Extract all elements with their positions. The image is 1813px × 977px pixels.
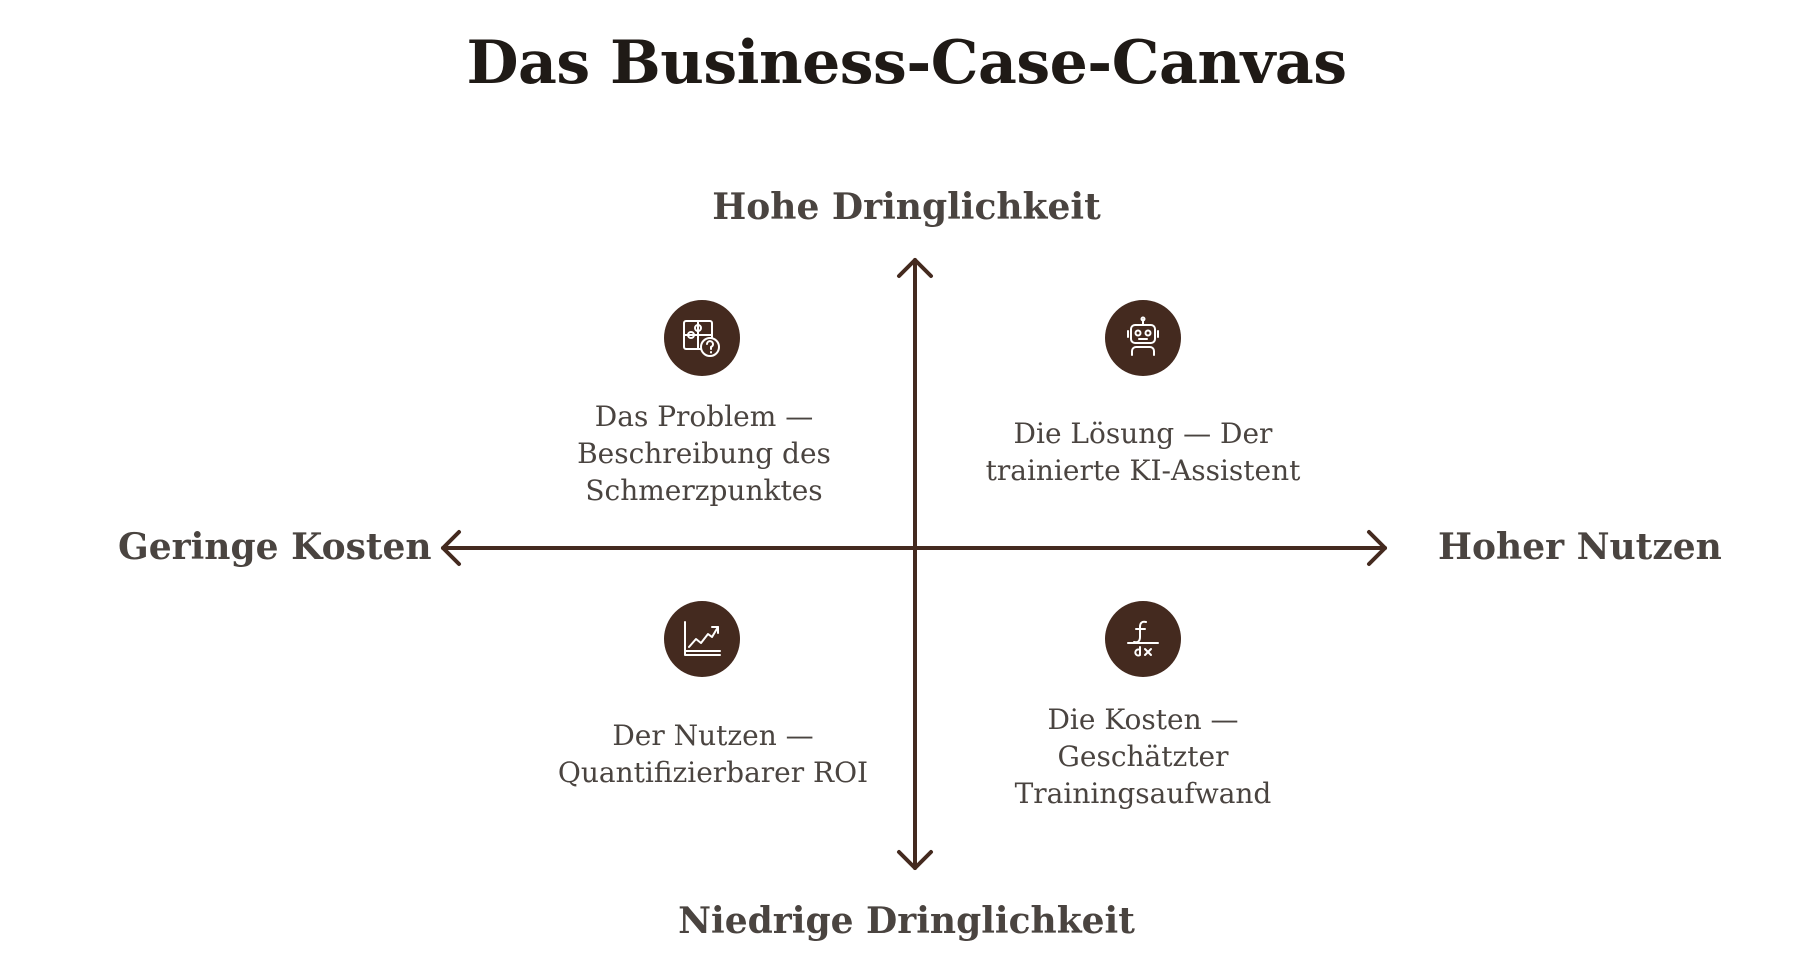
robot-icon: [1105, 300, 1181, 376]
quadrant-text-costs: Die Kosten — Geschätzter Trainingsaufwan…: [1014, 703, 1272, 810]
axis-label-bottom: Niedrige Dringlichkeit: [678, 900, 1135, 942]
axis-label-top: Hohe Dringlichkeit: [712, 186, 1101, 228]
quadrant-text-problem: Das Problem — Beschreibung des Schmerzpu…: [577, 400, 831, 507]
arrow-right-icon: [1367, 530, 1387, 566]
quadrant-text-benefit: Der Nutzen — Quantifizierbarer ROI: [557, 719, 869, 789]
axis-label-right: Hoher Nutzen: [1438, 526, 1722, 568]
growth-chart-icon: [664, 601, 740, 677]
arrow-up-icon: [897, 258, 933, 278]
arrow-left-icon: [441, 530, 461, 566]
axis-label-left: Geringe Kosten: [118, 526, 432, 568]
page-title: Das Business-Case-Canvas: [466, 28, 1347, 98]
puzzle-question-icon: [664, 300, 740, 376]
arrow-down-icon: [897, 850, 933, 870]
quadrant-text-solution: Die Lösung — Der trainierte KI-Assistent: [985, 417, 1301, 487]
function-derivative-icon: [1105, 601, 1181, 677]
